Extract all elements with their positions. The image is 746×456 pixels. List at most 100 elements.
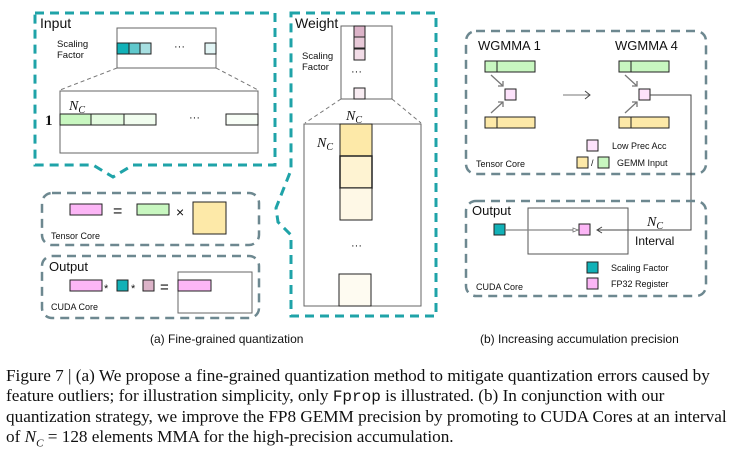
weight-nc-top-label: NC	[345, 109, 362, 126]
weight-scale-block	[142, 279, 155, 292]
sequence-arrow-head	[584, 90, 591, 100]
cuda-core-b-border	[464, 199, 708, 298]
times-sign: ×	[176, 204, 184, 220]
low-prec-acc	[638, 88, 651, 101]
arrow-icon	[490, 74, 504, 87]
input-scale-cell	[139, 42, 152, 55]
weight-col-ellipsis: ···	[351, 240, 362, 252]
caption-a: (a) Fine-grained quantization	[150, 332, 303, 346]
interval-box	[527, 207, 629, 255]
legend-slash: /	[591, 158, 594, 168]
arrow-icon	[498, 101, 504, 107]
fp32-register-block	[578, 223, 591, 236]
scaling-factor-block	[493, 223, 506, 236]
equals-sign: =	[113, 203, 122, 220]
weight-scaling-box	[340, 25, 393, 100]
interval-label: Interval	[635, 234, 674, 248]
legend-gemm-green-swatch	[597, 156, 610, 169]
zoom-guide-line	[59, 67, 118, 91]
weight-scale-cell	[353, 87, 366, 100]
weight-scaling-label-2: Factor	[302, 62, 329, 73]
weight-cell	[339, 155, 373, 189]
tensor-core-group-border	[40, 191, 261, 247]
input-cell	[90, 113, 125, 126]
result-box	[177, 271, 253, 314]
arrow-icon	[632, 101, 638, 107]
weight-scale-cell	[353, 48, 366, 61]
weight-scale-cell	[353, 36, 366, 49]
figure-caption: Figure 7 | (a) We propose a fine-grained…	[6, 366, 742, 453]
legend-fp32-swatch	[586, 277, 599, 290]
gemm-input-yellow	[618, 116, 670, 129]
multiply-star: *	[104, 283, 109, 295]
caption-text: Figure 7 | (a) We propose a fine-grained…	[6, 366, 710, 405]
cuda-core-b-label: CUDA Core	[476, 282, 523, 292]
input-row-label: 1	[45, 113, 53, 129]
input-scaling-label-1: Scaling	[57, 39, 88, 50]
cuda-core-label: CUDA Core	[51, 302, 98, 312]
legend-scaling-swatch	[586, 261, 599, 274]
promotion-connector	[598, 94, 692, 231]
tensor-core-b-label: Tensor Core	[476, 159, 525, 169]
gemm-input-green	[484, 60, 536, 73]
wgmma-4-title: WGMMA 4	[615, 38, 678, 53]
caption-text: = 128 elements MMA for the high-precisio…	[43, 426, 454, 446]
input-scaling-label-2: Factor	[57, 50, 84, 61]
zoom-guide-line	[304, 98, 342, 124]
interval-nc-label: NC	[646, 215, 663, 232]
caption-nc: N	[24, 426, 37, 446]
legend-low-prec-label: Low Prec Acc	[612, 141, 667, 151]
input-scale-cell	[204, 42, 217, 55]
input-cell	[59, 113, 92, 126]
accumulated-block	[69, 279, 103, 292]
input-nc-label: NC	[68, 99, 85, 116]
weight-cell	[338, 273, 372, 307]
multiply-star: *	[131, 283, 136, 295]
scale-arrow-head	[572, 227, 580, 233]
arrow-icon	[498, 81, 504, 87]
arrow-icon	[490, 101, 504, 114]
zoom-guide-line	[215, 67, 259, 91]
caption-text: is illustrated. (b) In conjunction with …	[6, 385, 727, 446]
weight-group-border	[274, 11, 438, 318]
input-title: Input	[40, 15, 71, 31]
legend-scaling-label: Scaling Factor	[611, 263, 669, 273]
legend-gemm-label: GEMM Input	[617, 158, 668, 168]
output-b-title: Output	[472, 203, 511, 218]
gemm-input-yellow	[484, 116, 536, 129]
figure-diagram: Input Scaling Factor ··· NC 1 ··· = × Te…	[33, 11, 708, 346]
wgmma-1-title: WGMMA 1	[478, 38, 541, 53]
arrow-icon	[624, 74, 638, 87]
weight-cell	[339, 123, 373, 157]
input-cell	[123, 113, 157, 126]
caption-code: Fprop	[332, 387, 381, 406]
weight-block	[192, 201, 227, 235]
weight-scale-cell	[353, 25, 366, 38]
gemm-input-green	[618, 60, 670, 73]
tensor-core-label: Tensor Core	[51, 231, 100, 241]
weight-cell	[339, 187, 373, 221]
input-scale-block	[116, 279, 129, 292]
legend-low-prec-swatch	[586, 139, 599, 152]
arrow-icon	[624, 101, 638, 114]
input-scale-ellipsis: ···	[174, 41, 185, 53]
input-cell	[225, 113, 259, 126]
output-title: Output	[49, 259, 88, 274]
low-prec-acc	[504, 88, 517, 101]
connector-arrow-head	[596, 226, 603, 234]
input-scale-cell	[116, 42, 130, 55]
caption-nc-sub: C	[36, 436, 44, 449]
caption-b: (b) Increasing accumulation precision	[480, 332, 679, 346]
zoom-guide-line	[391, 98, 422, 124]
input-row-ellipsis: ···	[189, 112, 200, 124]
weight-scale-ellipsis: ···	[351, 66, 362, 78]
legend-gemm-yellow-swatch	[576, 156, 589, 169]
result-block	[177, 279, 212, 292]
arrow-icon	[632, 81, 638, 87]
output-block	[69, 203, 103, 216]
input-scale-cell	[128, 42, 141, 55]
equals-sign: =	[160, 279, 169, 296]
input-block	[136, 203, 170, 216]
weight-nc-side-label: NC	[316, 136, 333, 153]
tensor-core-b-border	[464, 29, 708, 176]
